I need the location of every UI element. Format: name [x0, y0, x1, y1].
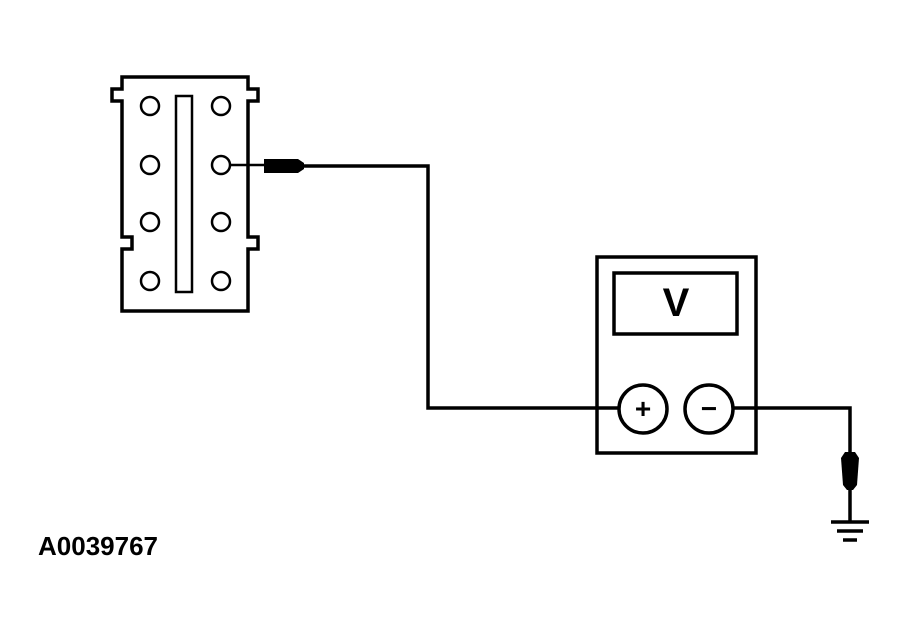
- electrical-connector: [110, 75, 260, 313]
- connector-pin: [210, 95, 232, 117]
- connector-pin: [210, 270, 232, 292]
- connector-pin: [139, 211, 161, 233]
- negative-terminal-label: −: [701, 393, 717, 424]
- test-probe: [230, 159, 304, 173]
- positive-terminal: [617, 383, 669, 435]
- voltmeter-body: [595, 255, 758, 455]
- voltmeter: V + −: [595, 255, 758, 455]
- probe-body: [264, 159, 304, 173]
- connector-pin: [139, 154, 161, 176]
- connector-housing: [110, 75, 260, 313]
- negative-test-lead: [733, 406, 852, 455]
- connector-pin: [210, 211, 232, 233]
- figure-identifier: A0039767: [38, 531, 158, 561]
- connector-center-key: [174, 94, 194, 294]
- positive-test-lead: [304, 164, 619, 410]
- connector-pin: [139, 270, 161, 292]
- ground-probe-body: [841, 452, 859, 490]
- connector-pin-tested: [210, 154, 232, 176]
- connector-pin: [139, 95, 161, 117]
- voltmeter-display-symbol: V: [663, 281, 690, 325]
- voltmeter-display: [612, 271, 739, 336]
- ground-symbol: [831, 520, 869, 542]
- ground-probe: [841, 452, 859, 522]
- positive-terminal-label: +: [635, 393, 651, 424]
